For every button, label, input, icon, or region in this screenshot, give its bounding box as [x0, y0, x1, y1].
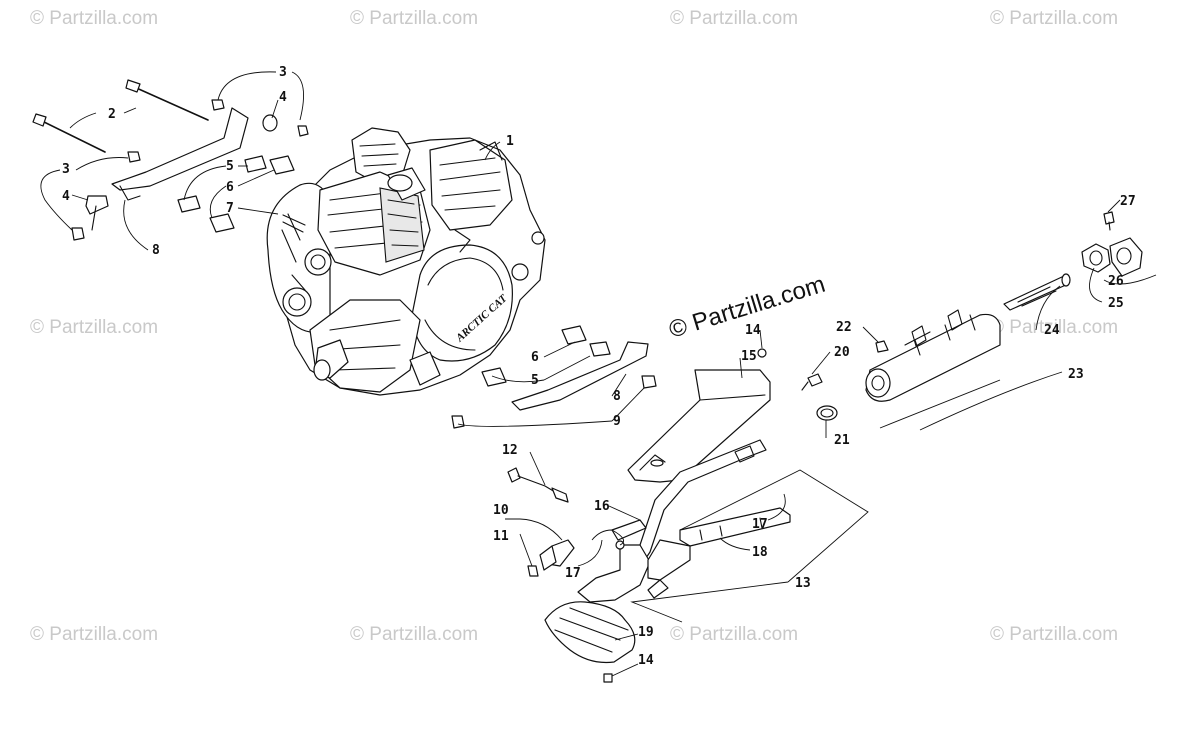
callout-8: 8: [613, 389, 621, 404]
right-mount-hardware: [451, 325, 657, 429]
watermark: © Partzilla.com: [990, 624, 1118, 645]
callout-18: 18: [752, 545, 768, 560]
watermark: © Partzilla.com: [30, 8, 158, 29]
watermark: © Partzilla.com: [30, 317, 158, 338]
callout-22: 22: [836, 320, 852, 335]
callout-2: 2: [108, 107, 116, 122]
watermark: © Partzilla.com: [350, 624, 478, 645]
watermark: © Partzilla.com: [990, 8, 1118, 29]
callout-1: 1: [506, 134, 514, 149]
callout-13: 13: [795, 576, 811, 591]
callout-17: 17: [752, 517, 768, 532]
left-mount-hardware: [32, 79, 309, 241]
watermark: © Partzilla.com: [670, 8, 798, 29]
callout-3: 3: [279, 65, 287, 80]
callout-24: 24: [1044, 323, 1060, 338]
callout-4: 4: [62, 189, 70, 204]
callout-15: 15: [741, 349, 757, 364]
callout-5: 5: [531, 373, 539, 388]
callout-27: 27: [1120, 194, 1136, 209]
watermark: © Partzilla.com: [990, 317, 1118, 338]
watermark: © Partzilla.com: [670, 624, 798, 645]
watermark: © Partzilla.com: [30, 624, 158, 645]
callout-7: 7: [226, 201, 234, 216]
watermarks: © Partzilla.com © Partzilla.com © Partzi…: [30, 8, 1118, 645]
callout-11: 11: [493, 529, 509, 544]
callout-6: 6: [531, 350, 539, 365]
callout-10: 10: [493, 503, 509, 518]
callout-21: 21: [834, 433, 850, 448]
exhaust-assembly: [507, 211, 1143, 683]
engine-assembly: ARCTIC CAT: [266, 127, 546, 396]
callout-23: 23: [1068, 367, 1084, 382]
callout-20: 20: [834, 345, 850, 360]
watermark: © Partzilla.com: [350, 8, 478, 29]
callout-9: 9: [613, 414, 621, 429]
callout-labels: 1 2 3 3 4 4 5 5 6 6 7 8 8 9 10 11 12 13 …: [62, 65, 1136, 668]
callout-16: 16: [594, 499, 610, 514]
callout-25: 25: [1108, 296, 1124, 311]
callout-19: 19: [638, 625, 654, 640]
leader-lines: [40, 71, 1157, 677]
callout-8: 8: [152, 243, 160, 258]
callout-12: 12: [502, 443, 518, 458]
callout-6: 6: [226, 180, 234, 195]
callout-4: 4: [279, 90, 287, 105]
callout-5: 5: [226, 159, 234, 174]
callout-17: 17: [565, 566, 581, 581]
callout-14: 14: [745, 323, 761, 338]
callout-26: 26: [1108, 274, 1124, 289]
callout-3: 3: [62, 162, 70, 177]
callout-14: 14: [638, 653, 654, 668]
